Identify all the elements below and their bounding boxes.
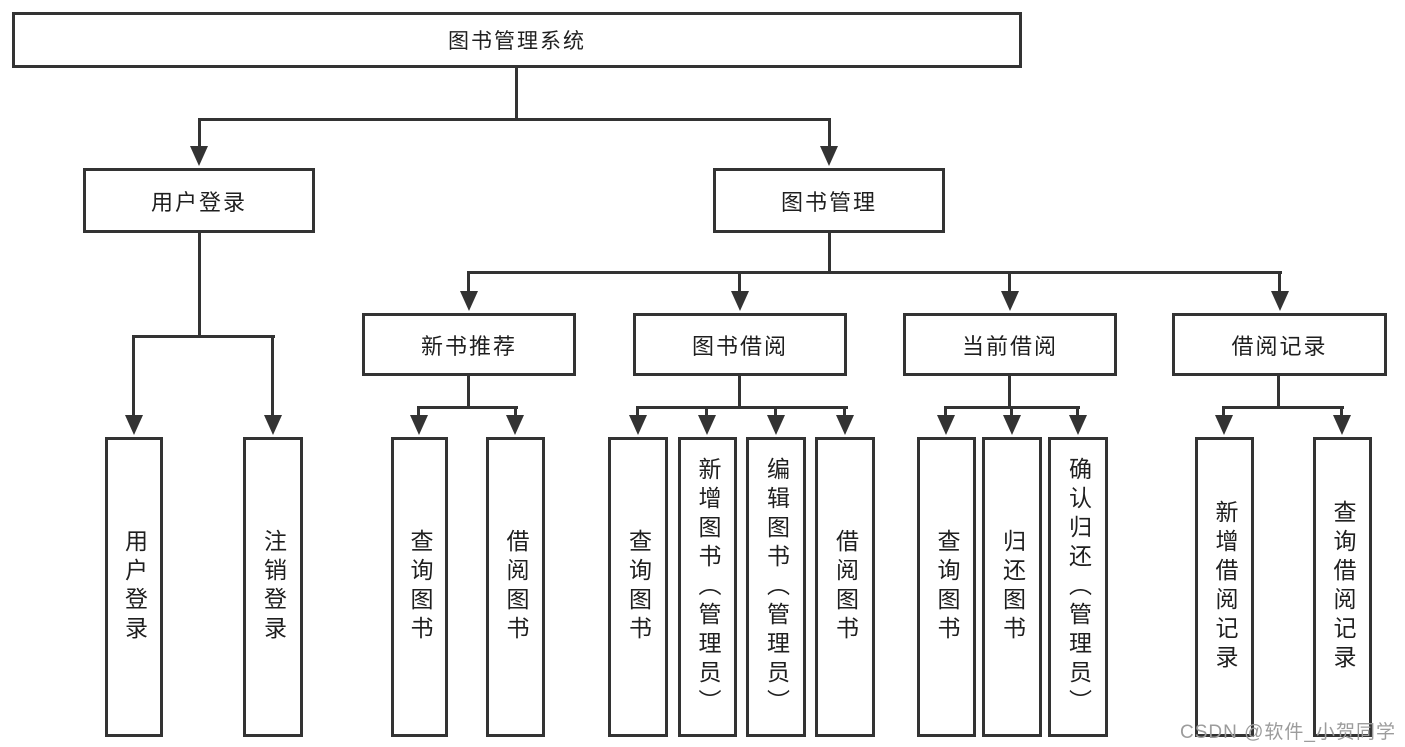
leaf-borrowing-borrow-books: 借阅图书: [815, 437, 875, 737]
connector-line: [1076, 406, 1079, 417]
connector-arrowhead: [731, 291, 749, 311]
node-new-book-recommend: 新书推荐: [362, 313, 576, 376]
leaf-borrowing-add-books-admin: 新增图书（管理员）: [678, 437, 737, 737]
connector-line: [1008, 374, 1011, 408]
leaf-borrowing-edit-books-admin: 编辑图书（管理员）: [746, 437, 806, 737]
leaf-label: 用户登录: [121, 529, 148, 645]
connector-line: [1278, 271, 1281, 293]
connector-line: [774, 406, 777, 417]
connector-arrowhead: [1003, 415, 1021, 435]
leaf-label: 编辑图书（管理员）: [763, 456, 790, 718]
leaf-logout-login: 注销登录: [243, 437, 303, 737]
node-current-borrowing: 当前借阅: [903, 313, 1117, 376]
connector-line: [514, 406, 517, 417]
connector-arrowhead: [1069, 415, 1087, 435]
connector-line: [198, 231, 201, 337]
node-book-management: 图书管理: [713, 168, 945, 233]
connector-line: [1277, 374, 1280, 408]
connector-arrowhead: [767, 415, 785, 435]
leaf-label: 归还图书: [999, 529, 1026, 645]
leaf-label: 注销登录: [260, 529, 287, 645]
connector-line: [1222, 406, 1225, 417]
connector-line: [417, 406, 420, 417]
connector-arrowhead: [410, 415, 428, 435]
leaf-borrowing-query-books: 查询图书: [608, 437, 668, 737]
connector-arrowhead: [1333, 415, 1351, 435]
leaf-label: 新增借阅记录: [1212, 500, 1238, 674]
connector-line: [1223, 406, 1344, 409]
leaf-label: 查询图书: [407, 529, 433, 645]
connector-line: [637, 406, 848, 409]
connector-line: [843, 406, 846, 417]
leaf-label: 查询图书: [934, 529, 960, 645]
connector-arrowhead: [460, 291, 478, 311]
connector-line: [468, 271, 1282, 274]
connector-line: [467, 271, 470, 293]
connector-line: [198, 118, 201, 150]
connector-line: [705, 406, 708, 417]
connector-arrowhead: [264, 415, 282, 435]
node-book-borrowing: 图书借阅: [633, 313, 847, 376]
connector-line: [1340, 406, 1343, 417]
leaf-recommend-query-books: 查询图书: [391, 437, 448, 737]
connector-arrowhead: [820, 146, 838, 166]
leaf-user-login: 用户登录: [105, 437, 163, 737]
connector-line: [271, 335, 274, 417]
connector-arrowhead: [506, 415, 524, 435]
leaf-current-return-books: 归还图书: [982, 437, 1042, 737]
connector-line: [198, 118, 831, 121]
connector-line: [418, 406, 518, 409]
connector-line: [1010, 406, 1013, 417]
connector-line: [1008, 271, 1011, 293]
leaf-label: 借阅图书: [503, 529, 529, 645]
leaf-label: 确认归还（管理员）: [1065, 456, 1092, 718]
connector-arrowhead: [1271, 291, 1289, 311]
connector-line: [828, 118, 831, 150]
connector-arrowhead: [698, 415, 716, 435]
leaf-recommend-borrow-books: 借阅图书: [486, 437, 545, 737]
connector-arrowhead: [125, 415, 143, 435]
csdn-watermark: CSDN @软件_小贺同学: [1180, 722, 1396, 743]
leaf-label: 借阅图书: [832, 529, 859, 645]
connector-line: [467, 374, 470, 408]
connector-line: [738, 271, 741, 293]
leaf-records-add-record: 新增借阅记录: [1195, 437, 1254, 737]
connector-line: [515, 66, 518, 120]
connector-arrowhead: [629, 415, 647, 435]
connector-arrowhead: [1001, 291, 1019, 311]
leaf-label: 新增图书（管理员）: [695, 456, 721, 718]
connector-arrowhead: [190, 146, 208, 166]
connector-line: [133, 335, 275, 338]
leaf-current-query-books: 查询图书: [917, 437, 976, 737]
leaf-records-query-record: 查询借阅记录: [1313, 437, 1372, 737]
node-borrowing-records: 借阅记录: [1172, 313, 1387, 376]
connector-line: [944, 406, 947, 417]
connector-line: [828, 231, 831, 273]
connector-arrowhead: [937, 415, 955, 435]
leaf-current-confirm-return-admin: 确认归还（管理员）: [1048, 437, 1108, 737]
leaf-label: 查询图书: [625, 529, 652, 645]
node-library-management-system: 图书管理系统: [12, 12, 1022, 68]
node-user-login: 用户登录: [83, 168, 315, 233]
connector-line: [132, 335, 135, 417]
leaf-label: 查询借阅记录: [1330, 500, 1356, 674]
connector-line: [636, 406, 639, 417]
connector-arrowhead: [1215, 415, 1233, 435]
connector-arrowhead: [836, 415, 854, 435]
connector-line: [738, 374, 741, 408]
